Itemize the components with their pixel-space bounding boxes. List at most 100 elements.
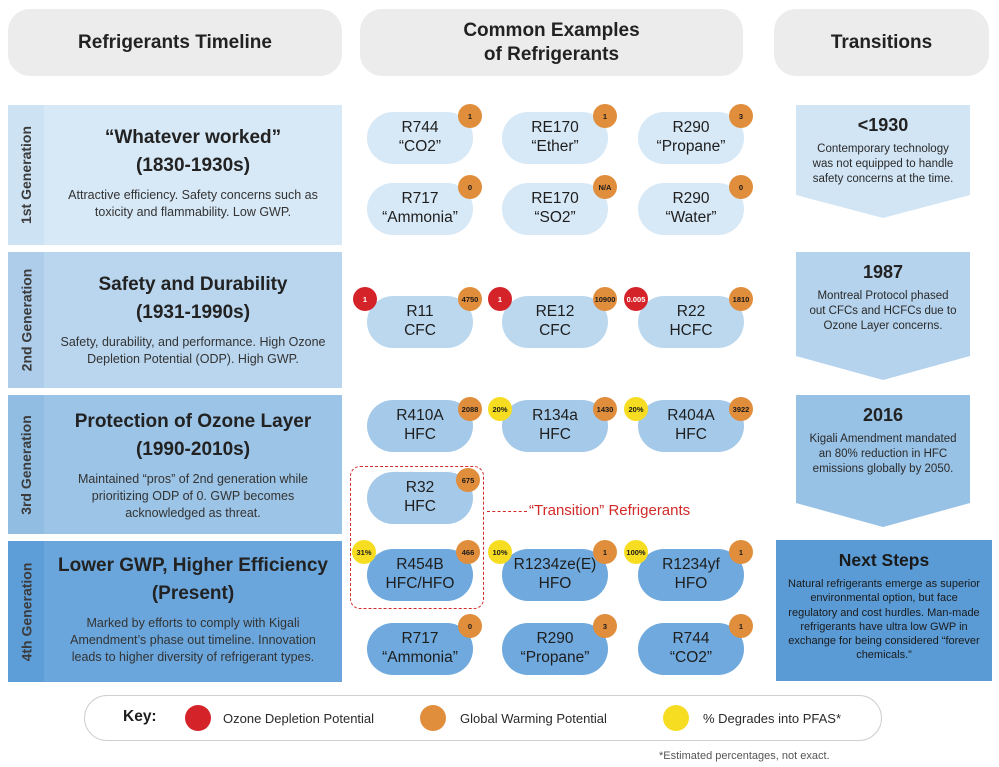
header-transitions-label: Transitions — [830, 31, 933, 53]
refrigerant-type: HFC/HFO — [385, 575, 455, 592]
gwp-badge: 1 — [593, 540, 617, 564]
refrigerant-r404a-hfc: R404A HFC — [638, 400, 744, 452]
gen3-title: Protection of Ozone Layer — [74, 411, 312, 432]
header-timeline-label: Refrigerants Timeline — [78, 31, 272, 53]
refrigerant-type: “Ether” — [531, 138, 579, 155]
refrigerant-code: R717 — [401, 190, 439, 208]
gen1-sidebar: 1st Generation — [8, 105, 44, 245]
header-timeline: Refrigerants Timeline — [8, 9, 342, 76]
gen3-years: (1990-2010s) — [135, 439, 251, 460]
refrigerant-type: “Propane” — [520, 649, 590, 666]
transition-text: Contemporary technology was not equipped… — [812, 143, 954, 185]
refrigerant-r744-co2-4th: R744 “CO2” — [638, 623, 744, 675]
pfas-badge: 10% — [488, 540, 512, 564]
gen1-panel: “Whatever worked” (1830-1930s) Attractiv… — [44, 105, 342, 245]
gwp-badge: 1 — [458, 104, 482, 128]
gen4-sidebar: 4th Generation — [8, 541, 44, 682]
refrigerant-re170-so2: RE170 “SO2” — [502, 183, 608, 235]
transition-refrigerants-box — [350, 466, 484, 609]
refrigerant-code: R11 — [406, 303, 434, 321]
refrigerant-r134a-hfc: R134a HFC — [502, 400, 608, 452]
odp-badge: 0.005 — [624, 287, 648, 311]
refrigerant-r1234ze-hfo: R1234ze(E) HFO — [502, 549, 608, 601]
refrigerant-code: R134a — [532, 407, 578, 425]
gwp-badge: 1810 — [729, 287, 753, 311]
transition-year: 1987 — [862, 262, 904, 282]
gen2-panel: Safety and Durability (1931-1990s) Safet… — [44, 252, 342, 388]
gwp-badge: 1430 — [593, 397, 617, 421]
refrigerant-type: HFO — [674, 575, 708, 592]
transition-text: Kigali Amendment mandated an 80% reducti… — [809, 433, 957, 475]
gen4-years: (Present) — [151, 583, 235, 604]
pfas-legend-label: % Degrades into PFAS* — [703, 711, 842, 726]
transition-refrigerants-connector — [487, 511, 527, 512]
gen1-years: (1830-1930s) — [135, 155, 251, 176]
header-examples-line1: Common Examples — [463, 19, 640, 41]
transition-year: Next Steps — [838, 550, 930, 570]
transition-2016: 2016 Kigali Amendment mandated an 80% re… — [796, 395, 970, 527]
gen4-description: Marked by efforts to comply with Kigali … — [70, 616, 316, 664]
odp-legend-dot — [185, 705, 211, 731]
odp-badge: 1 — [353, 287, 377, 311]
gwp-badge: 3 — [593, 614, 617, 638]
footnote: *Estimated percentages, not exact. — [659, 750, 830, 762]
transition-pre-1930: <1930 Contemporary technology was not eq… — [796, 105, 970, 218]
refrigerant-code: R404A — [667, 407, 715, 425]
refrigerant-type: HFC — [404, 498, 436, 515]
refrigerant-type: CFC — [404, 322, 436, 339]
refrigerant-r290-water: R290 “Water” — [638, 183, 744, 235]
pfas-badge: 31% — [352, 540, 376, 564]
gwp-badge: 4750 — [458, 287, 482, 311]
refrigerant-type: “CO2” — [669, 649, 713, 666]
refrigerant-r717-ammonia-4th: R717 “Ammonia” — [367, 623, 473, 675]
refrigerant-r22-hcfc: R22 HCFC — [638, 296, 744, 348]
refrigerant-r454b-hfc-hfo: R454B HFC/HFO — [367, 549, 473, 601]
gen2-sidebar: 2nd Generation — [8, 252, 44, 388]
refrigerant-code: R1234ze(E) — [513, 556, 597, 574]
refrigerant-code: R744 — [401, 119, 439, 137]
refrigerant-code: RE12 — [535, 303, 575, 321]
gwp-legend-dot — [420, 705, 446, 731]
transition-next-steps: Next Steps Natural refrigerants emerge a… — [776, 540, 992, 681]
gwp-badge: 2088 — [458, 397, 482, 421]
gen1-description: Attractive efficiency. Safety concerns s… — [68, 188, 318, 219]
refrigerant-code: R290 — [672, 119, 710, 137]
gen3-description: Maintained “pros” of 2nd generation whil… — [78, 472, 308, 520]
pfas-badge: 100% — [624, 540, 648, 564]
chevron-arrow-shape — [796, 395, 970, 527]
gen3-panel: Protection of Ozone Layer (1990-2010s) M… — [44, 395, 342, 534]
refrigerant-code: R1234yf — [662, 556, 720, 574]
transition-year: <1930 — [857, 115, 909, 135]
refrigerant-r1234yf-hfo: R1234yf HFO — [638, 549, 744, 601]
gwp-badge: 0 — [729, 175, 753, 199]
refrigerant-type: “Water” — [665, 209, 717, 226]
gen4-panel: Lower GWP, Higher Efficiency (Present) M… — [44, 541, 342, 682]
refrigerant-code: R717 — [401, 630, 439, 648]
refrigerant-code: R22 — [676, 303, 706, 321]
odp-badge: 1 — [488, 287, 512, 311]
refrigerant-r717-ammonia: R717 “Ammonia” — [367, 183, 473, 235]
legend-key: Key: Ozone Depletion Potential Global Wa… — [84, 695, 882, 741]
gwp-badge: N/A — [593, 175, 617, 199]
refrigerant-type: “CO2” — [398, 138, 442, 155]
refrigerant-type: HFC — [675, 426, 707, 443]
refrigerant-r11-cfc: R11 CFC — [367, 296, 473, 348]
gwp-badge: 1 — [593, 104, 617, 128]
header-examples-line2: of Refrigerants — [483, 43, 620, 65]
chevron-arrow-shape — [796, 252, 970, 380]
refrigerant-code: R410A — [396, 407, 444, 425]
gen4-title: Lower GWP, Higher Efficiency — [58, 555, 328, 576]
odp-legend-label: Ozone Depletion Potential — [223, 711, 375, 726]
refrigerant-type: HCFC — [669, 322, 713, 339]
refrigerant-type: HFO — [538, 575, 572, 592]
refrigerant-code: R32 — [405, 479, 435, 497]
gwp-badge: 0 — [458, 175, 482, 199]
refrigerant-type: HFC — [404, 426, 436, 443]
refrigerant-r290-propane-4th: R290 “Propane” — [502, 623, 608, 675]
refrigerant-r744-co2: R744 “CO2” — [367, 112, 473, 164]
legend-title: Key: — [123, 708, 157, 725]
gen2-side-label: 2nd Generation — [18, 268, 34, 372]
transition-text: Natural refrigerants emerge as superior … — [788, 578, 980, 662]
gwp-legend-label: Global Warming Potential — [460, 711, 607, 726]
gen2-title: Safety and Durability — [98, 274, 288, 295]
